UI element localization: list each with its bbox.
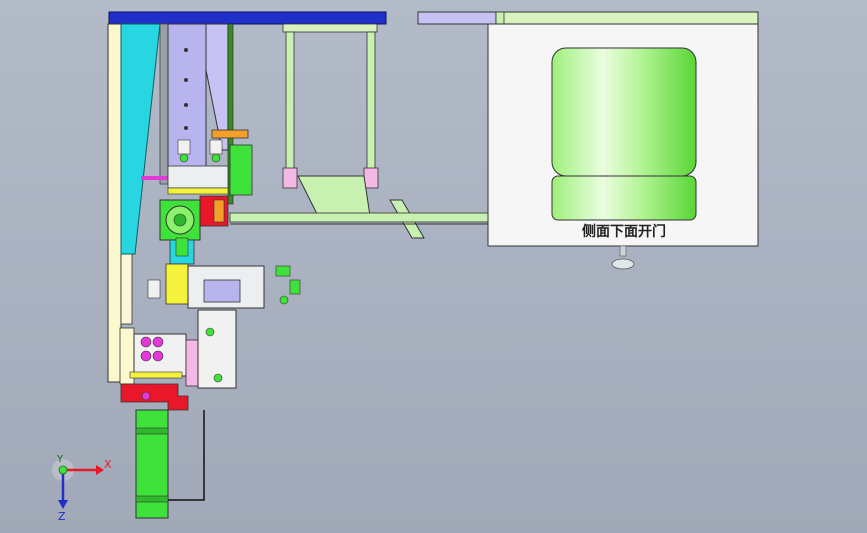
fitting-top-2 <box>209 139 223 155</box>
drain-knob-stem <box>619 245 627 257</box>
lower-assembly <box>119 309 237 519</box>
green-valve-block <box>229 144 253 196</box>
x-axis-head <box>96 465 104 475</box>
red-jaw <box>120 383 189 411</box>
orange-bracket <box>211 129 249 139</box>
green-trapezoid-plate <box>297 175 371 217</box>
fitting-top <box>177 139 191 155</box>
cabinet-caption: 侧面下面开门 <box>582 223 666 240</box>
top-right-divider <box>495 11 505 25</box>
green-connector <box>175 237 189 257</box>
lavender-end-cap <box>203 279 241 303</box>
top-right-lavender-bar <box>417 11 497 25</box>
tee-fitting <box>289 279 301 295</box>
magenta-bolt <box>152 350 164 362</box>
bolt-hole <box>184 48 188 52</box>
guide-posts <box>229 23 489 239</box>
left-vertical-plate <box>107 23 122 383</box>
valve-assembly-upper <box>141 129 253 265</box>
dark-green-strip <box>227 23 234 205</box>
lavender-slant-guide <box>205 23 229 151</box>
bolt-hole <box>184 103 188 107</box>
fitting-knob <box>279 295 289 305</box>
pink-plate <box>185 339 199 387</box>
green-drum-base <box>551 175 697 221</box>
bolt-hole <box>184 126 188 130</box>
horizontal-cylinder <box>167 165 229 189</box>
y-axis-dot <box>58 465 68 475</box>
motor-hub <box>173 213 187 227</box>
top-blue-beam <box>108 11 387 25</box>
magenta-bolt <box>152 336 164 348</box>
cylinder-band <box>167 187 229 195</box>
small-fitting <box>147 279 161 299</box>
x-axis-label: X <box>104 458 112 471</box>
cabinet-panel: 侧面下面开门 <box>487 23 759 270</box>
guide-post-cap <box>282 23 378 33</box>
magenta-bolt <box>141 391 151 401</box>
roller-band <box>135 495 169 503</box>
cylinder-assembly-middle <box>147 263 301 309</box>
coordinate-triad[interactable]: X Y Z <box>52 454 112 523</box>
fitting-knob <box>179 153 189 163</box>
horizontal-support-bar <box>229 212 489 223</box>
post-collar-left <box>282 167 298 189</box>
yellow-mount <box>165 263 189 305</box>
fitting-knob <box>211 153 221 163</box>
drain-knob <box>611 258 635 270</box>
green-drum-body <box>551 47 697 177</box>
orange-clamp-insert <box>213 199 225 223</box>
z-axis-label: Z <box>58 510 66 523</box>
z-axis-head <box>58 500 68 509</box>
fitting-knob <box>205 327 215 337</box>
magenta-bolt <box>140 350 152 362</box>
post-collar-right <box>363 167 379 189</box>
top-right-green-bar <box>495 11 759 25</box>
fitting-knob <box>213 373 223 383</box>
magenta-pin <box>141 176 171 180</box>
y-axis-label: Y <box>56 454 64 465</box>
cyan-guide-wedge <box>120 23 161 255</box>
cable-line <box>168 410 205 501</box>
yellow-strip <box>129 371 183 379</box>
grey-column <box>159 23 169 185</box>
bolt-hole <box>184 78 188 82</box>
tee-fitting <box>275 265 291 277</box>
guide-post-right <box>366 31 376 173</box>
guide-post-left <box>285 31 295 173</box>
roller-band <box>135 427 169 435</box>
magenta-bolt <box>140 336 152 348</box>
